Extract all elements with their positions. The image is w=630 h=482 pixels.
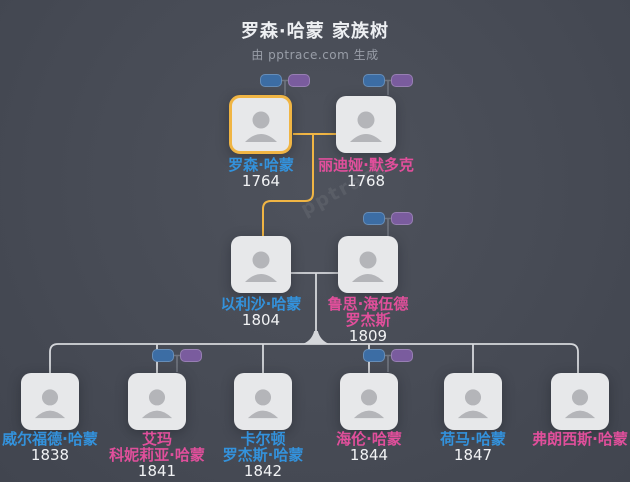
- person-name: 卡尔顿罗杰斯·哈蒙: [222, 430, 304, 464]
- person-card-lydia[interactable]: [336, 96, 396, 153]
- person-name: 弗朗西斯·哈蒙: [532, 430, 628, 448]
- person-card-emma[interactable]: [128, 373, 186, 430]
- person-icon: [352, 251, 384, 282]
- person-name: 丽迪娅·默多克: [318, 156, 414, 174]
- person-label-rosen: 罗森·哈蒙 1764: [176, 157, 346, 189]
- person-icon: [457, 389, 489, 419]
- helen-family-mini-node-blue[interactable]: [363, 349, 385, 362]
- page-title: 罗森·哈蒙 家族树: [240, 21, 390, 42]
- person-icon: [244, 111, 277, 142]
- person-year: 1847: [453, 446, 493, 464]
- person-label-homer: 荷马·哈蒙 1847: [388, 431, 558, 463]
- person-label-lydia: 丽迪娅·默多克 1768: [281, 157, 451, 189]
- person-year: 1838: [30, 446, 70, 464]
- person-name: 鲁思·海伍德罗杰斯: [327, 295, 409, 329]
- person-label-emma: 艾玛科妮莉亚·哈蒙 1841: [72, 431, 242, 479]
- lydia-father-mini-node[interactable]: [363, 74, 385, 87]
- person-card-carlton[interactable]: [234, 373, 292, 430]
- rosen-mother-mini-node[interactable]: [288, 74, 310, 87]
- person-label-helen: 海伦·哈蒙 1844: [284, 431, 454, 463]
- person-label-elisha: 以利沙·哈蒙 1804: [176, 296, 346, 328]
- person-icon: [350, 111, 382, 142]
- person-label-ruth: 鲁思·海伍德罗杰斯 1809: [283, 296, 453, 344]
- emma-family-connector: [174, 354, 180, 372]
- person-icon: [353, 389, 385, 419]
- person-name: 荷马·哈蒙: [440, 430, 506, 448]
- person-name: 以利沙·哈蒙: [220, 295, 302, 313]
- emma-family-mini-node-purple[interactable]: [180, 349, 202, 362]
- person-label-wilford: 威尔福德·哈蒙 1838: [0, 431, 135, 463]
- person-name: 艾玛科妮莉亚·哈蒙: [109, 430, 205, 464]
- lydia-parents-connector: [385, 79, 391, 95]
- person-year: 1809: [348, 327, 388, 345]
- person-year: 1844: [349, 446, 389, 464]
- person-card-homer[interactable]: [444, 373, 502, 430]
- ruth-mother-mini-node[interactable]: [391, 212, 413, 225]
- person-year: 1768: [346, 172, 386, 190]
- emma-family-mini-node-blue[interactable]: [152, 349, 174, 362]
- person-icon: [247, 389, 279, 419]
- junction-flare: [301, 331, 331, 345]
- person-card-wilford[interactable]: [21, 373, 79, 430]
- person-icon: [245, 251, 277, 282]
- children-rail: [49, 343, 579, 373]
- person-card-rosen[interactable]: [229, 95, 292, 154]
- person-card-ruth[interactable]: [338, 236, 398, 293]
- person-year: 1841: [137, 462, 177, 480]
- rosen-parents-connector: [282, 79, 288, 95]
- person-icon: [34, 389, 66, 419]
- person-year: 1804: [241, 311, 281, 329]
- person-label-carlton: 卡尔顿罗杰斯·哈蒙 1842: [178, 431, 348, 479]
- person-name: 罗森·哈蒙: [228, 156, 294, 174]
- person-name: 海伦·哈蒙: [336, 430, 402, 448]
- person-year: 1764: [241, 172, 281, 190]
- person-icon: [141, 389, 173, 419]
- rosen-father-mini-node[interactable]: [260, 74, 282, 87]
- children-stubs: [156, 344, 474, 373]
- person-year: 1842: [243, 462, 283, 480]
- person-name: 威尔福德·哈蒙: [2, 430, 98, 448]
- marriage-connector-gen2: [291, 272, 338, 334]
- ruth-father-mini-node[interactable]: [363, 212, 385, 225]
- helen-family-connector: [385, 354, 391, 372]
- person-label-francis: 弗朗西斯·哈蒙: [495, 431, 630, 447]
- lydia-mother-mini-node[interactable]: [391, 74, 413, 87]
- ruth-parents-connector: [385, 217, 391, 236]
- person-icon: [564, 389, 596, 419]
- person-card-helen[interactable]: [340, 373, 398, 430]
- person-card-francis[interactable]: [551, 373, 609, 430]
- page-subtitle: 由 pptrace.com 生成: [251, 48, 379, 62]
- marriage-connector-orange: [262, 133, 336, 236]
- person-card-elisha[interactable]: [231, 236, 291, 293]
- helen-family-mini-node-purple[interactable]: [391, 349, 413, 362]
